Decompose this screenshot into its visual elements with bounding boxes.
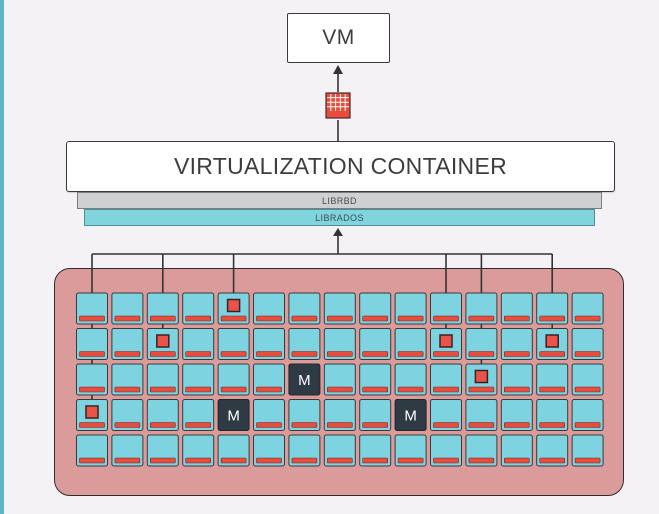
- osd-disk-icon: [182, 434, 215, 467]
- osd-disk-icon: [323, 434, 356, 467]
- monitor-node: M: [394, 399, 427, 431]
- osd-disk-icon: [182, 399, 215, 431]
- monitor-label: M: [227, 408, 240, 425]
- osd-disk-icon: [323, 363, 356, 396]
- osd-disk-icon: [500, 292, 533, 325]
- vm-box: VM: [287, 13, 390, 63]
- osd-disk-icon: [500, 328, 533, 360]
- osd-disk-icon: [182, 292, 215, 325]
- osd-disk-icon: [571, 399, 604, 431]
- osd-disk-icon: [571, 328, 604, 360]
- osd-disk-icon: [288, 434, 321, 467]
- osd-disk-icon: [146, 363, 179, 396]
- osd-disk-icon: [253, 399, 285, 431]
- osd-disk-icon: [394, 434, 427, 467]
- osd-disk-icon: [323, 399, 356, 431]
- osd-disk-icon: [394, 328, 427, 360]
- osd-disk-icon: [76, 434, 108, 467]
- virtualization-container-box: VIRTUALIZATION CONTAINER: [66, 141, 615, 192]
- osd-disk-icon: [76, 363, 108, 396]
- monitor-label: M: [298, 372, 311, 389]
- object-square-icon: [545, 334, 559, 348]
- osd-disk-icon: [500, 434, 533, 467]
- osd-disk-icon: [288, 292, 321, 325]
- osd-disk-icon: [217, 328, 250, 360]
- osd-disk-icon: [76, 328, 108, 360]
- osd-disk-icon: [111, 363, 144, 396]
- osd-disk-icon: [111, 292, 144, 325]
- osd-disk-icon: [465, 434, 498, 467]
- object-square-icon: [156, 334, 170, 348]
- osd-disk-icon: [359, 434, 392, 467]
- osd-disk-icon: [111, 434, 144, 467]
- osd-disk-icon: [288, 399, 321, 431]
- monitor-node: M: [288, 363, 321, 396]
- osd-disk-icon: [571, 363, 604, 396]
- osd-disk-icon: [146, 292, 179, 325]
- osd-disk-icon: [430, 434, 462, 467]
- osd-disk-icon: [288, 328, 321, 360]
- object-markers: [85, 298, 559, 419]
- osd-disk-icon: [536, 292, 569, 325]
- osd-disk-icon: [465, 328, 498, 360]
- osd-disk-icon: [217, 363, 250, 396]
- osd-disk-icon: [359, 328, 392, 360]
- osd-disk-icon: [323, 292, 356, 325]
- osd-disk-icon: [359, 292, 392, 325]
- osd-disk-icon: [182, 328, 215, 360]
- monitor-label: M: [404, 408, 417, 425]
- monitor-node: M: [217, 399, 250, 431]
- osd-disk-icon: [323, 328, 356, 360]
- object-square-icon: [226, 298, 241, 313]
- osd-disk-icon: [500, 363, 533, 396]
- osd-disk-icon: [536, 363, 569, 396]
- virtualization-container-label: VIRTUALIZATION CONTAINER: [173, 153, 508, 179]
- left-accent-stripe: [0, 0, 4, 514]
- osd-disk-icon: [359, 363, 392, 396]
- grid-block-icon: [325, 92, 351, 119]
- osd-disk-icon: [500, 399, 533, 431]
- osd-disk-icon: [465, 399, 498, 431]
- osd-disk-icon: [111, 328, 144, 360]
- osd-disk-icon: [182, 363, 215, 396]
- librbd-label: LIBRBD: [322, 195, 357, 206]
- osd-disk-icon: [111, 399, 144, 431]
- osd-disk-icon: [146, 399, 179, 431]
- osd-disk-icon: [430, 292, 462, 325]
- osd-disk-icon: [253, 434, 285, 467]
- osd-disk-icon: [571, 434, 604, 467]
- osd-disk-icon: [430, 399, 462, 431]
- osd-disk-icon: [253, 328, 285, 360]
- osd-disk-icon: [253, 292, 285, 325]
- osd-disk-icon: [536, 399, 569, 431]
- librados-label: LIBRADOS: [315, 212, 364, 223]
- librados-layer: LIBRADOS: [84, 209, 595, 226]
- object-square-icon: [474, 369, 489, 384]
- librbd-layer: LIBRBD: [77, 192, 602, 209]
- osd-disk-icon: [571, 292, 604, 325]
- object-square-icon: [85, 405, 99, 419]
- osd-disk-icon: [253, 363, 285, 396]
- osd-disk-icon: [465, 292, 498, 325]
- osd-disk-icon: [76, 292, 108, 325]
- vm-label: VM: [322, 26, 355, 49]
- osd-disk-icon: [359, 399, 392, 431]
- object-square-icon: [439, 334, 453, 348]
- osd-disk-grid: M M M: [76, 292, 604, 467]
- osd-disk-icon: [217, 434, 250, 467]
- arrowhead-up-icon: [333, 65, 343, 74]
- osd-disk-icon: [394, 363, 427, 396]
- osd-disk-icon: [430, 363, 462, 396]
- arrowhead-up-icon: [333, 228, 343, 236]
- osd-disk-icon: [146, 434, 179, 467]
- osd-disk-icon: [536, 434, 569, 467]
- osd-disk-icon: [394, 292, 427, 325]
